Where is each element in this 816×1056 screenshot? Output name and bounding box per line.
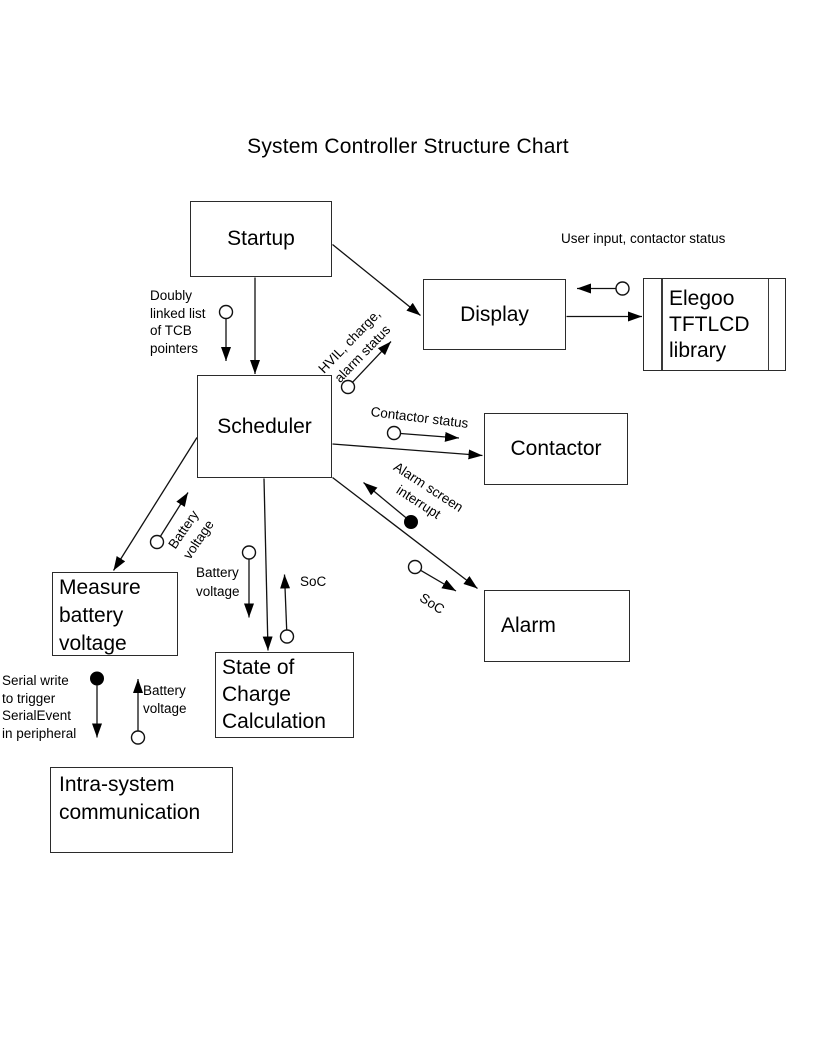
alarm-screen-interrupt-control-couple <box>363 481 418 529</box>
module-state-of-charge-calculation: State of Charge Calculation <box>215 652 354 738</box>
battery-voltage-to-soc-data-couple <box>241 545 257 618</box>
library-to-display-data-couple <box>577 281 630 296</box>
module-scheduler-label: Scheduler <box>217 414 312 438</box>
module-startup-label: Startup <box>227 227 295 250</box>
battery-voltage-to-soc-label: Battery voltage <box>196 565 240 600</box>
data-couple-circle <box>279 629 295 644</box>
couple-line <box>280 574 291 631</box>
data-couple-circle <box>218 304 234 320</box>
call-line <box>112 437 198 571</box>
module-intra-system-communication: Intra-system communication <box>50 767 233 853</box>
module-contactor-label: Contactor <box>510 437 602 460</box>
module-contactor: Contactor <box>484 413 628 485</box>
library-stripe-right <box>767 279 769 370</box>
call-line <box>332 476 478 590</box>
module-alarm-label: Alarm <box>501 614 556 637</box>
scheduler-to-alarm-call-arrow <box>332 476 478 590</box>
scheduler-to-soc-call-arrow <box>262 478 273 651</box>
scheduler-to-contactor-call-arrow <box>332 443 483 460</box>
battery-voltage-from-intra-data-couple <box>130 679 146 745</box>
hvil-charge-alarm-data-couple <box>340 341 392 395</box>
couple-line <box>352 341 392 383</box>
data-couple-circle <box>386 425 402 441</box>
soc-return-data-couple <box>279 574 295 644</box>
module-display-label: Display <box>460 302 529 326</box>
user-input-contactor-status-label: User input, contactor status <box>561 231 726 246</box>
couple-line <box>400 431 460 442</box>
couple-line <box>420 569 457 592</box>
control-couple-circle <box>404 515 418 529</box>
call-line <box>262 478 273 651</box>
battery-voltage-to-scheduler-data-couple <box>149 492 189 550</box>
soc-return-label: SoC <box>300 574 327 589</box>
data-couple-circle <box>241 545 257 560</box>
module-scheduler: Scheduler <box>197 375 332 478</box>
chart-title: System Controller Structure Chart <box>247 135 569 158</box>
couple-line <box>159 492 189 537</box>
library-stripe-left <box>661 279 663 370</box>
serial-write-control-couple <box>90 671 104 738</box>
module-tftlcd-library-label: Elegoo TFTLCD library <box>669 286 750 362</box>
module-tftlcd-library: Elegoo TFTLCD library <box>643 278 786 371</box>
battery-voltage-from-intra-label: Battery voltage <box>143 683 187 716</box>
soc-to-alarm-data-couple <box>407 559 457 592</box>
module-display: Display <box>423 279 566 350</box>
tcb-pointers-data-couple <box>218 304 234 361</box>
module-measure-battery-voltage-label: Measure battery voltage <box>59 576 141 655</box>
call-line <box>332 443 483 460</box>
module-state-of-charge-calculation-label: State of Charge Calculation <box>222 656 326 733</box>
scheduler-to-measure-call-arrow <box>112 437 198 571</box>
data-couple-circle <box>149 534 165 550</box>
data-couple-circle <box>340 379 356 395</box>
tcb-pointers-label: Doubly linked list of TCB pointers <box>150 288 206 356</box>
data-couple-circle <box>130 730 146 745</box>
call-line <box>332 243 421 317</box>
module-startup: Startup <box>190 201 332 277</box>
contactor-status-data-couple <box>386 425 460 442</box>
module-measure-battery-voltage: Measure battery voltage <box>52 572 178 656</box>
module-alarm: Alarm <box>484 590 630 662</box>
data-couple-circle <box>615 281 630 296</box>
startup-to-display-call-arrow <box>332 243 421 317</box>
couple-line <box>363 481 407 519</box>
module-intra-system-communication-label: Intra-system communication <box>59 773 201 824</box>
serial-write-note-label: Serial write to trigger SerialEvent in p… <box>2 673 77 741</box>
data-couple-circle <box>407 559 423 575</box>
